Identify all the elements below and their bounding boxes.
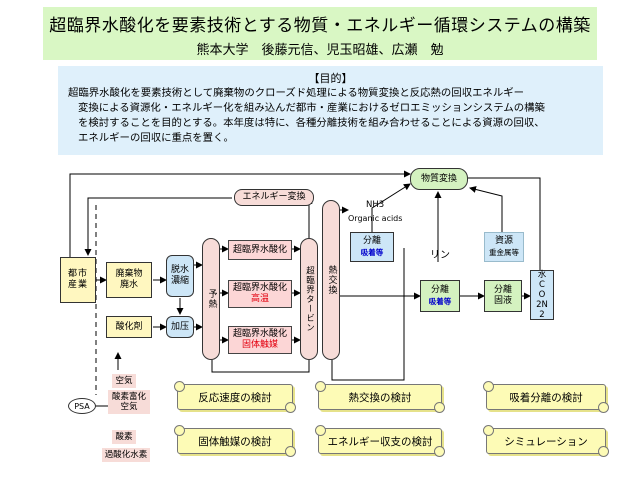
authors: 熊本大学 後藤元信、児玉昭雄、広瀬 勉 [196, 43, 444, 58]
dewater-concentrate: 脱水濃縮 [166, 255, 194, 297]
hydrogen-peroxide: 過酸化水素 [102, 448, 150, 462]
heat-exchange: 熱交換 [322, 200, 340, 360]
scwo-solid-catalyst: 超臨界水酸化 固体触媒 [228, 326, 292, 354]
nh3-label: NH3 [366, 200, 385, 210]
scwo-high-temp: 超臨界水酸化 高温 [228, 280, 292, 308]
oxidizer: 酸化剤 [106, 316, 152, 338]
purpose-line: を検討することを目的とする。本年度は特に、各種分離技術を組み合わせることによる資… [78, 117, 545, 129]
task-reaction-rate: 反応速度の検討 [174, 381, 296, 413]
purpose-line: 変換による資源化・エネルギー化を組み込んだ都市・産業におけるゼロエミッションシス… [78, 102, 545, 114]
psa: PSA [68, 398, 96, 414]
waste-water: 廃棄物廃水 [106, 262, 152, 298]
separation-solid-liquid: 分離 固液 [484, 280, 522, 312]
resource-heavy-metals: 資源 重金属等 [484, 232, 524, 262]
oxygen-enriched-air: 酸素富化空気 [108, 390, 150, 414]
energy-conversion: エネルギー変換 [234, 189, 314, 206]
task-heat-exchange: 熱交換の検討 [315, 381, 445, 413]
purpose-text: 超臨界水酸化を要素技術として廃棄物のクローズド処理による物質変換と反応熱の回収エ… [68, 86, 595, 146]
purpose-heading: 【目的】 [308, 72, 353, 85]
task-simulation: シミュレーション [483, 425, 609, 457]
scwo-standard: 超臨界水酸化 [228, 240, 292, 260]
purpose-box: 【目的】 超臨界水酸化を要素技術として廃棄物のクローズド処理による物質変換と反応… [58, 66, 603, 155]
title-banner: 超臨界水酸化を要素技術とする物質・エネルギー循環システムの構築 熊本大学 後藤元… [43, 7, 597, 60]
separation-adsorption-2: 分離 吸着等 [420, 280, 460, 312]
city-industry: 都市産業 [60, 257, 96, 303]
task-solid-catalyst: 固体触媒の検討 [174, 425, 296, 457]
preheat: 予熱 [202, 238, 220, 360]
separation-adsorption-1: 分離 吸着等 [350, 232, 394, 262]
purpose-line: 超臨界水酸化を要素技術として廃棄物のクローズド処理による物質変換と反応熱の回収エ… [68, 87, 525, 99]
pressurize: 加压 [166, 316, 194, 338]
page-title: 超臨界水酸化を要素技術とする物質・エネルギー循環システムの構築 [49, 16, 591, 36]
task-adsorption-separation: 吸着分離の検討 [483, 381, 609, 413]
oxygen: 酸素 [112, 430, 136, 444]
phosphorus-label: リン [430, 250, 450, 261]
supercritical-turbine: 超臨界タービン [300, 238, 318, 360]
purpose-line: エネルギーの回収に重点を置く。 [78, 132, 234, 144]
water-co2-n2: 水CO2N2 [530, 270, 554, 320]
air: 空気 [112, 374, 136, 388]
organic-acids-label: Organic acids [348, 214, 403, 223]
task-energy-balance: エネルギー収支の検討 [315, 425, 445, 457]
material-conversion: 物質変換 [410, 168, 468, 190]
